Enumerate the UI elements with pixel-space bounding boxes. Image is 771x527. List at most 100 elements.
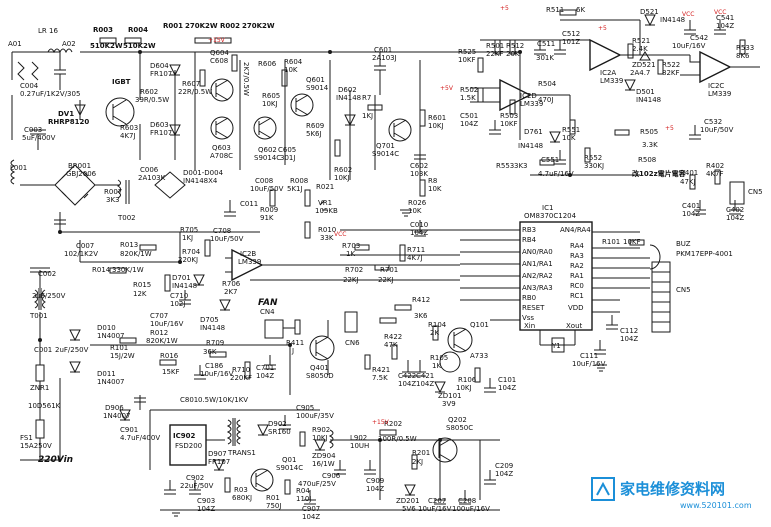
lbl-q202: Q202	[448, 416, 467, 424]
lbl-c186: C186	[205, 362, 224, 370]
lbl-cn5: CN5	[676, 286, 691, 294]
lbl-c532v: 10uF/50V	[700, 126, 734, 134]
lbl-r7v: 1KJ	[362, 112, 373, 120]
lbl-r533v: 8K6	[736, 52, 750, 60]
lbl-d761: D761	[524, 128, 543, 136]
pin-rb4: RB4	[522, 236, 537, 244]
lbl-r601v: 10KJ	[428, 122, 444, 130]
lbl-c903v: 104Z	[197, 505, 215, 513]
lbl-r602bv: 10KJ	[334, 174, 350, 182]
lbl-a01: A01	[8, 40, 22, 48]
lbl-q601: Q601	[306, 76, 325, 84]
lbl-r105: R105	[430, 354, 448, 362]
lbl-r604v: 10K	[284, 66, 298, 74]
lbl-c701v: 104Z	[256, 372, 274, 380]
lbl-r709v: 36K	[203, 348, 217, 356]
lbl-c003: C003	[24, 126, 42, 134]
lbl-r511v: 6K	[576, 6, 585, 14]
pin-xout: Xout	[566, 322, 583, 330]
lbl-c402v: 104Z	[726, 214, 744, 222]
lbl-c903: C903	[197, 497, 215, 505]
lbl-r512v: 20K	[506, 50, 520, 58]
lbl-r552: R552	[584, 154, 602, 162]
lbl-d906: D906	[105, 404, 124, 412]
lbl-r026v: 10K	[408, 207, 422, 215]
lbl-c601: C601	[374, 46, 392, 54]
lbl-c551v: 4.7uF/16V	[538, 170, 574, 178]
pin-reset: RESET	[522, 304, 545, 312]
lbl-d705v: IN4148	[200, 324, 225, 332]
lbl-vr1v: 105KB	[315, 207, 338, 215]
pin-an0: AN0/RA0	[522, 248, 553, 256]
lbl-cn5b: CN5	[748, 188, 763, 196]
lbl-c542: C542	[690, 34, 708, 42]
lbl-d001: D001-D004	[183, 169, 224, 177]
lbl-r411v: J	[291, 347, 294, 355]
watermark-url: www.520101.com	[680, 501, 752, 510]
lbl-q101v: A733	[470, 352, 488, 360]
lbl-t001: T001	[29, 312, 48, 320]
lbl-d010: D010	[97, 324, 116, 332]
pin-ra2: RA2	[570, 262, 584, 270]
lbl-r8: R8	[428, 177, 437, 185]
lbl-r553: R553	[496, 162, 514, 170]
lbl-d902: D902	[268, 420, 287, 428]
lbl-r606: R606	[258, 60, 277, 68]
lbl-c501v: 104Z	[460, 120, 478, 128]
lbl-r001: R001	[163, 22, 183, 30]
lbl-c001v: 2uF/250V	[55, 346, 89, 354]
lbl-r525v: 10KF	[458, 56, 476, 64]
lbl-r04: R04	[296, 487, 310, 495]
lbl-cn4: CN4	[260, 308, 275, 316]
lbl-r104v: 2K	[430, 329, 439, 337]
lbl-znr1: ZNR1	[30, 384, 49, 392]
rail-p5-a: +5	[500, 5, 509, 12]
lbl-r521v: 2.4K	[632, 45, 648, 53]
lbl-r711v: 4K7J	[407, 254, 423, 262]
lbl-r7: R7	[362, 94, 371, 102]
pin-an2: AN2/RA2	[522, 272, 553, 280]
lbl-c901: C901	[120, 426, 138, 434]
lbl-q602v: S9014C	[254, 154, 281, 162]
lbl-r004: R004	[128, 26, 148, 34]
lbl-ic2dv: LM339	[520, 100, 543, 108]
lbl-r525: R525	[458, 48, 476, 56]
lbl-q602: Q602	[258, 146, 277, 154]
lbl-r014: R014	[92, 266, 111, 274]
lbl-d705: D705	[200, 316, 219, 324]
lbl-r605v: 10KJ	[262, 100, 278, 108]
lbl-igbt: IGBT	[112, 78, 131, 86]
lbl-r201: R201	[412, 449, 430, 457]
lbl-r508note: 改102z電片電容	[632, 169, 686, 178]
lbl-r03: R03	[234, 486, 248, 494]
lbl-d761v: IN4148	[518, 142, 543, 150]
pin-xin: Xin	[524, 322, 535, 330]
lbl-r101: R101	[110, 344, 128, 352]
lbl-c007v: 102/1K2V	[64, 250, 98, 258]
lbl-r105v: 1K	[432, 362, 441, 370]
lbl-r026: R026	[408, 199, 427, 207]
lbl-c707v: 10uF/16V	[150, 320, 184, 328]
lbl-c007: C007	[76, 242, 94, 250]
lbl-c905: C905	[296, 404, 314, 412]
lbl-r401: R401	[680, 169, 698, 177]
lbl-zd201: ZD201	[396, 497, 420, 505]
lbl-c401v: 104Z	[682, 210, 700, 218]
labels: LR 16 A01 A02 R003 510K2W R004 510K2W R0…	[8, 5, 763, 521]
lbl-c909v: 104Z	[366, 485, 384, 493]
lbl-r508: R508	[638, 156, 656, 164]
rail-vcc: VCC	[334, 231, 346, 238]
rail-p15-a: +15V	[208, 37, 226, 44]
lbl-r010: R010	[318, 226, 336, 234]
lbl-r604: R604	[284, 58, 303, 66]
lbl-r521: R521	[632, 37, 650, 45]
lbl-r401v: 47KJ	[680, 178, 696, 186]
lbl-r503v: 10KF	[500, 120, 518, 128]
lbl-r421: R421	[372, 366, 390, 374]
lbl-q604: Q604	[210, 49, 229, 57]
lbl-q601v: S9014	[306, 84, 329, 92]
pin-vss: Vss	[522, 314, 534, 322]
rail-p5-b: +5	[598, 25, 607, 32]
lbl-r012: R012	[150, 329, 168, 337]
